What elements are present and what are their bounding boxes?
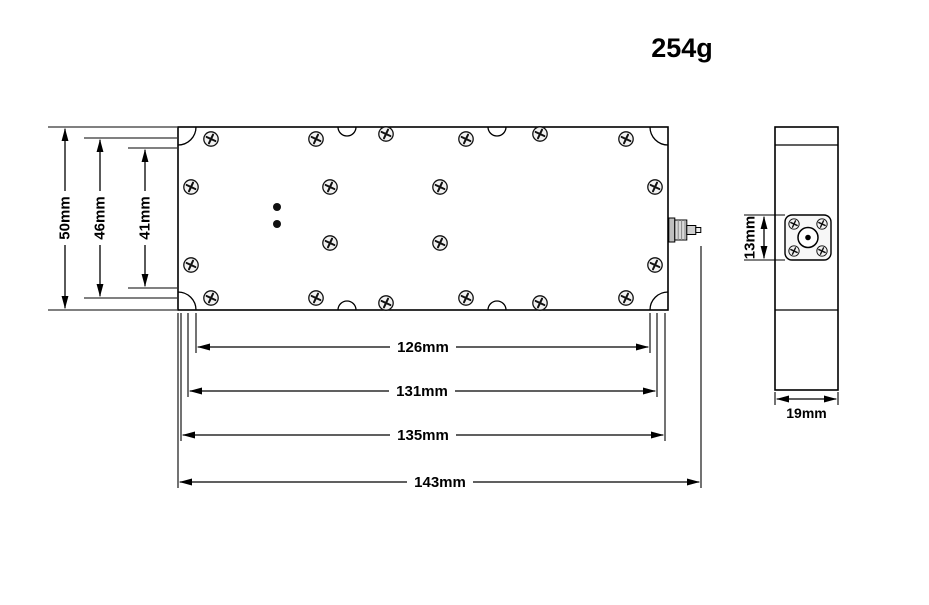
dimension-length-135mm: 135mm [180,313,666,444]
phillips-screw-icon [431,178,449,196]
indicator-dot-icon [273,203,281,211]
dimension-height-46mm: 46mm [84,137,177,299]
dimension-label-height-inner: 41mm [137,196,154,239]
phillips-screw-icon [816,218,828,230]
dimension-label-length-mid2: 135mm [397,427,449,444]
dimension-length-126mm: 126mm [195,313,651,356]
top-view [177,125,702,312]
dimension-length-131mm: 131mm [187,313,658,400]
phillips-screw-icon [182,256,200,274]
dimension-length-143mm: 143mm [177,246,702,491]
corner-pocket-arcs [177,126,669,311]
phillips-screw-icon [816,245,828,257]
dimension-label-connector: 13mm [742,216,759,259]
indicator-dot-icon [273,220,281,228]
phillips-screw-icon [377,125,395,143]
phillips-screw-icon [457,289,475,307]
module-body-outline [177,126,669,311]
phillips-screw-icon [321,234,339,252]
phillips-screw-icon [531,125,549,143]
dimension-label-height-mid: 46mm [92,196,109,239]
phillips-screw-icon [321,178,339,196]
dimension-height-50mm: 50mm [48,126,177,311]
phillips-screw-icon [617,289,635,307]
phillips-screw-icon [182,178,200,196]
connector-flange [784,214,832,261]
dimension-height-41mm: 41mm [128,147,177,289]
phillips-screw-icon [202,130,220,148]
dimension-label-length-inner: 126mm [397,339,449,356]
dimension-label-depth: 19mm [786,405,826,421]
phillips-screw-icon [788,218,800,230]
phillips-screw-icon [202,289,220,307]
phillips-screw-icon [307,289,325,307]
dimension-label-length-mid1: 131mm [396,383,448,400]
phillips-screw-icon [377,294,395,312]
dimension-depth-19mm: 19mm [774,392,839,421]
phillips-screw-icon [431,234,449,252]
coax-rf-connector-icon [668,217,702,243]
phillips-screw-icon [617,130,635,148]
edge-notches [337,126,507,311]
phillips-screw-icon [646,178,664,196]
phillips-screw-icon [307,130,325,148]
dimension-label-height-outer: 50mm [57,196,74,239]
side-view [774,126,839,391]
phillips-screw-icon [646,256,664,274]
phillips-screw-icon [457,130,475,148]
weight-label: 254g [651,33,713,63]
phillips-screw-icon [531,294,549,312]
dimension-connector-13mm: 13mm [742,214,785,261]
phillips-screw-icon [788,245,800,257]
dimension-label-length-total: 143mm [414,474,466,491]
coax-center-pin-icon [805,234,811,241]
